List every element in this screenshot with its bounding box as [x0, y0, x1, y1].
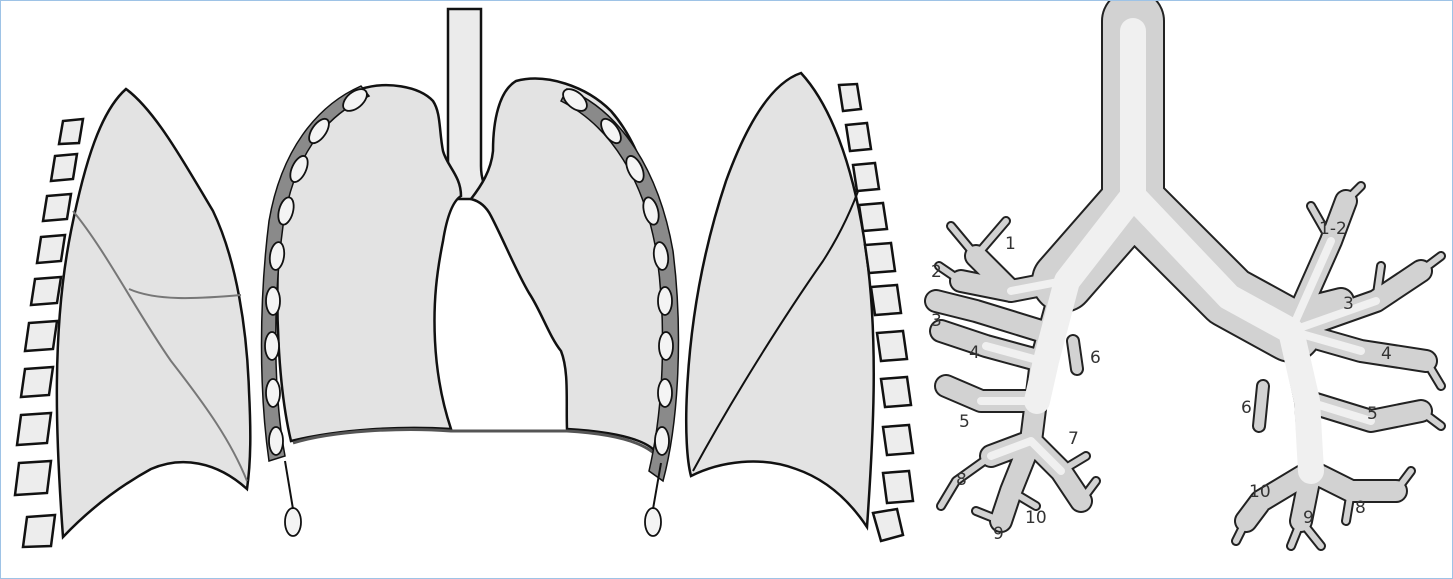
bronchial-tree-fill — [936, 21, 1441, 546]
right-segment-label: 2 — [931, 262, 942, 282]
right-segment-label: 5 — [959, 412, 970, 432]
right-segment-label: 1 — [1005, 234, 1016, 254]
right-segment-label: 7 — [1068, 429, 1079, 449]
right-lung-lateral — [57, 89, 250, 537]
left-lung-anterior — [471, 79, 667, 451]
right-segment-label: 4 — [969, 343, 980, 363]
bronchial-tree-panel: 1 2 3 4 5 6 7 8 9 10 1-2 3 4 5 6 8 9 10 — [931, 21, 1441, 546]
diaphragm-line — [293, 430, 657, 457]
left-segment-label: 5 — [1367, 404, 1378, 424]
right-lung-lateral-panel — [15, 89, 250, 547]
right-segment-label: 9 — [993, 524, 1004, 544]
anterior-lungs-panel — [262, 9, 679, 536]
right-segment-label: 10 — [1025, 508, 1047, 528]
left-segment-label: 4 — [1381, 344, 1392, 364]
rib-lower-right — [285, 461, 293, 509]
right-segment-label: 8 — [956, 470, 967, 490]
right-segment-label: 3 — [931, 311, 942, 331]
left-lung-lateral-panel — [686, 73, 913, 541]
left-segment-label: 10 — [1249, 482, 1271, 502]
left-lung-lateral — [686, 73, 874, 527]
left-segment-label: 9 — [1303, 508, 1314, 528]
left-segment-label: 1-2 — [1319, 219, 1347, 239]
left-segment-label: 3 — [1343, 294, 1354, 314]
left-segment-label: 6 — [1241, 398, 1252, 418]
right-segment-label: 6 — [1090, 348, 1101, 368]
left-segment-label: 8 — [1355, 498, 1366, 518]
